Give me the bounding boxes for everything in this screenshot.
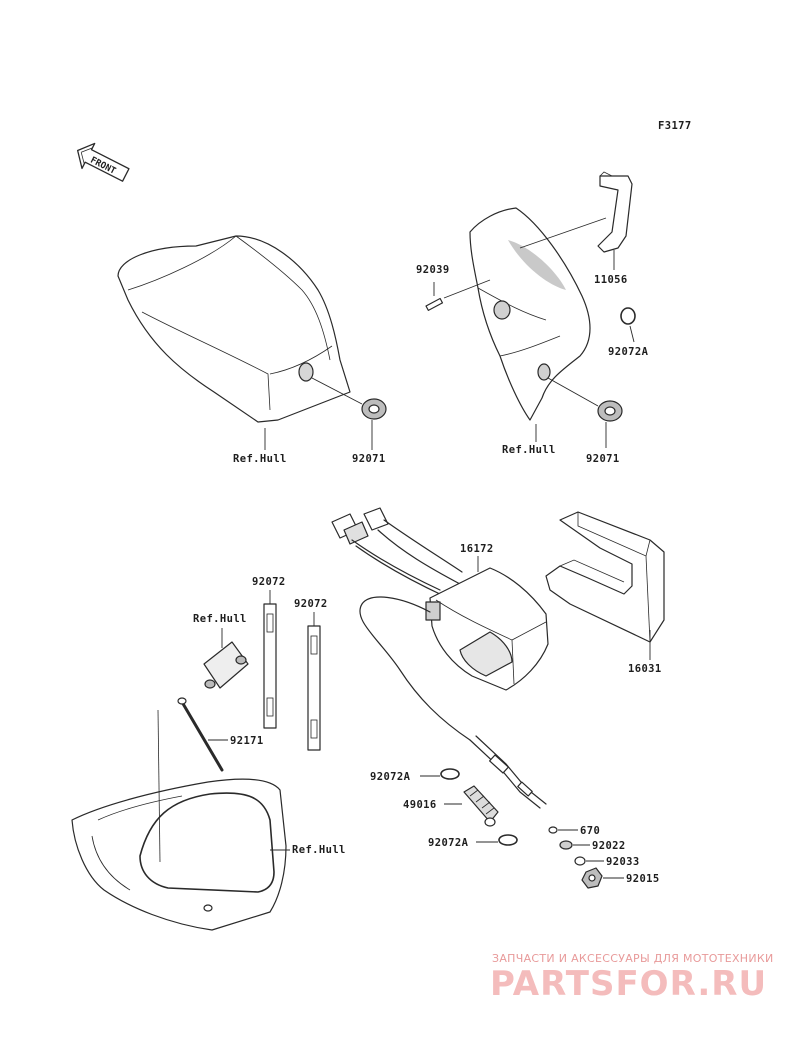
- clamp-92072a-mid: [440, 768, 460, 780]
- callout-92022: 92022: [592, 840, 626, 852]
- ring-670: [548, 826, 558, 834]
- bracket-11056: [597, 171, 633, 253]
- callout-92033: 92033: [606, 856, 640, 868]
- callout-ref-hull-cover: Ref.Hull: [502, 444, 556, 456]
- nut-92015: [581, 867, 603, 889]
- hull-rear-cover: [469, 207, 591, 421]
- rod-92171: [177, 697, 224, 772]
- strap-92072-a: [263, 603, 277, 729]
- callout-ref-hull-deck: Ref.Hull: [292, 844, 346, 856]
- control-box-16172: [425, 567, 549, 691]
- figure-code: F3177: [658, 120, 692, 132]
- cable-end: [489, 754, 533, 797]
- callout-11056: 11056: [594, 274, 628, 286]
- hull-seat-panel: [117, 235, 351, 423]
- cover-16031: [545, 511, 665, 643]
- callout-92015: 92015: [626, 873, 660, 885]
- callout-92072a-low: 92072A: [428, 837, 469, 849]
- callout-670: 670: [580, 825, 600, 837]
- grommet-92071-left: [361, 398, 387, 420]
- grommet-92071-right: [597, 400, 623, 422]
- front-arrow-icon: FRONT: [76, 142, 130, 182]
- callout-ref-hull-seat: Ref.Hull: [233, 453, 287, 465]
- hull-deck-opening: [71, 709, 287, 931]
- clamp-92072a-top: [620, 307, 636, 325]
- callout-ref-hull-small: Ref.Hull: [193, 613, 247, 625]
- callout-92071-left: 92071: [352, 453, 386, 465]
- callout-92171: 92171: [230, 735, 264, 747]
- callout-92072-a: 92072: [252, 576, 286, 588]
- callout-92072-b: 92072: [294, 598, 328, 610]
- connector-pair: [331, 507, 389, 545]
- watermark-tagline: ЗАПЧАСТИ И АКСЕССУАРЫ ДЛЯ МОТОТЕХНИКИ: [492, 952, 774, 965]
- strap-92072-b: [307, 625, 321, 751]
- callout-16172: 16172: [460, 543, 494, 555]
- washer-92033: [574, 856, 586, 866]
- callout-49016: 49016: [403, 799, 437, 811]
- callout-16031: 16031: [628, 663, 662, 675]
- pin-92039: [425, 297, 444, 312]
- clamp-92072a-low: [498, 834, 518, 846]
- hull-bracket-small: [203, 641, 249, 689]
- callout-92039: 92039: [416, 264, 450, 276]
- washer-92022: [559, 840, 573, 850]
- boot-49016: [463, 785, 499, 827]
- callout-92072a-top: 92072A: [608, 346, 649, 358]
- callout-92071-right: 92071: [586, 453, 620, 465]
- watermark-brand: PARTSFOR.RU: [490, 964, 767, 1004]
- callout-92072a-mid: 92072A: [370, 771, 411, 783]
